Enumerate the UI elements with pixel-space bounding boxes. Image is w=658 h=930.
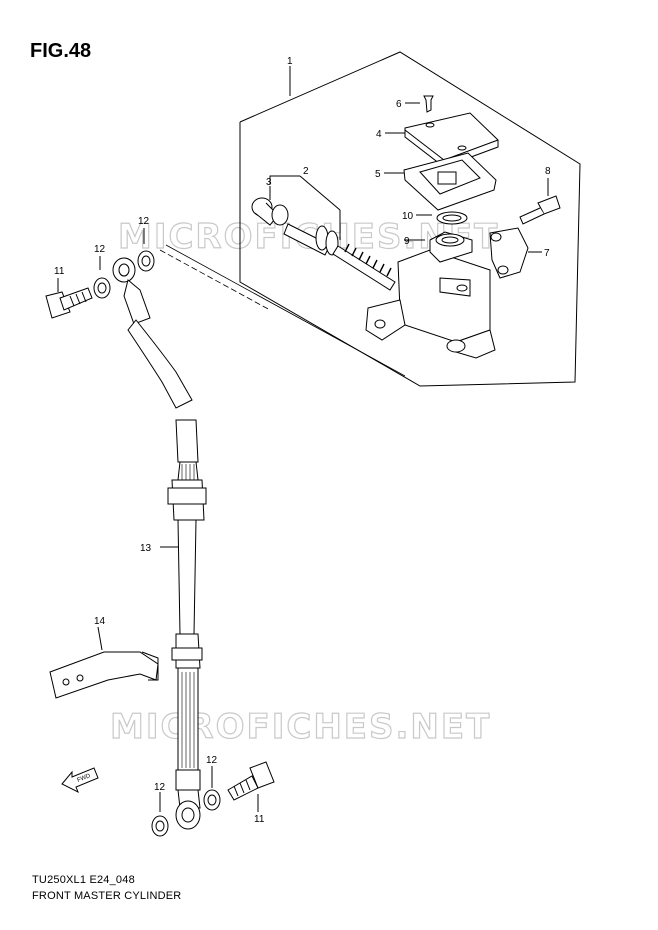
callout-10: 10: [402, 211, 414, 222]
washer-12-bottom-a: [151, 792, 169, 837]
callout-3: 3: [266, 177, 272, 188]
bolt-8: [519, 178, 561, 225]
callout-9: 9: [404, 236, 410, 247]
washer-12-top-a: [93, 256, 111, 299]
cup-3: [251, 186, 289, 226]
fwd-label: FWD: [77, 773, 93, 784]
callout-12-bottom-b: 12: [206, 755, 218, 766]
callout-2: 2: [303, 166, 309, 177]
cylinder-body-9: [365, 231, 496, 359]
callout-11-bottom: 11: [254, 814, 265, 825]
reservoir-cap-4: [385, 112, 499, 168]
banjo-bolt-11-top: [45, 278, 93, 319]
callout-6: 6: [396, 99, 402, 110]
callout-13: 13: [140, 543, 152, 554]
dashed-leaders: [159, 244, 406, 377]
diaphragm-5: [384, 152, 497, 211]
hose-bracket-14: [49, 626, 159, 699]
screw-6: [405, 95, 434, 113]
callout-11-top: 11: [54, 266, 65, 277]
clamp-7: [489, 227, 542, 279]
callout-4: 4: [376, 129, 382, 140]
callout-12-top-b: 12: [138, 216, 150, 227]
washer-12-bottom-b: [203, 766, 221, 811]
callout-12-top-a: 12: [94, 244, 106, 255]
o-ring-10: [416, 211, 468, 225]
banjo-bolt-11-bottom: [227, 761, 275, 812]
model-code: TU250XL1 E24_048: [32, 874, 135, 886]
piston-2: [269, 175, 396, 291]
assembly-box: [239, 51, 581, 387]
callout-1: 1: [287, 56, 293, 67]
washer-12-top-b: [137, 228, 155, 272]
forward-arrow-icon: FWD: [61, 767, 99, 794]
brake-hose-13: [112, 257, 207, 830]
callout-14: 14: [94, 616, 106, 627]
figure-name: FRONT MASTER CYLINDER: [32, 890, 182, 902]
watermark-bottom: MICROFICHES.NET: [110, 707, 491, 747]
callout-7: 7: [544, 248, 550, 259]
callout-5: 5: [375, 169, 381, 180]
figure-title: FIG.48: [30, 40, 92, 62]
callout-8: 8: [545, 166, 551, 177]
callout-12-bottom-a: 12: [154, 782, 166, 793]
